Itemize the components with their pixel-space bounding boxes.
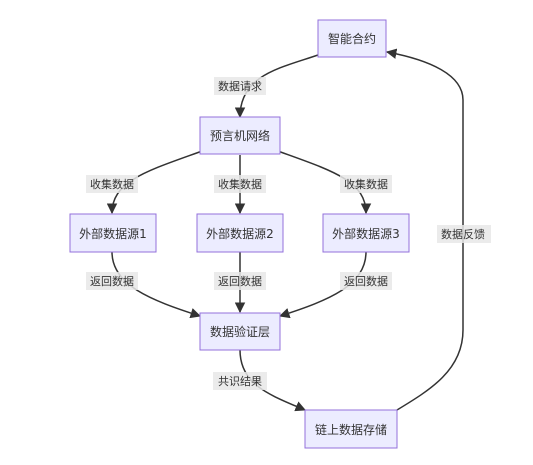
edge-return-1: [111, 251, 202, 319]
node-validation-layer[interactable]: 数据验证层: [199, 312, 281, 351]
node-label: 数据验证层: [210, 324, 270, 339]
node-oracle-network[interactable]: 预言机网络: [199, 116, 281, 155]
edge-label-text: 收集数据: [218, 177, 262, 191]
node-label: 链上数据存储: [315, 422, 387, 437]
edge-label-consensus: 共识结果: [213, 372, 267, 390]
edge-labels: 数据请求 收集数据 收集数据 收集数据 返回数据 返回数据 返回数据 共识结果: [86, 77, 491, 390]
edge-label-request: 数据请求: [214, 77, 266, 95]
edge-label-return-1: 返回数据: [86, 272, 138, 290]
edge-label-text: 收集数据: [344, 177, 388, 191]
edge-feedback: [385, 48, 464, 411]
edge-label-collect-3: 收集数据: [340, 175, 392, 193]
edge-label-text: 数据请求: [218, 79, 262, 93]
edge-label-text: 数据反馈: [441, 227, 485, 241]
node-label: 智能合约: [328, 31, 376, 46]
node-smart-contract[interactable]: 智能合约: [317, 19, 387, 58]
node-external-source-1[interactable]: 外部数据源1: [69, 213, 157, 253]
node-label: 外部数据源3: [332, 226, 400, 241]
edge-label-text: 共识结果: [218, 375, 262, 388]
edge-label-text: 返回数据: [90, 274, 134, 288]
edge-label-collect-2: 收集数据: [214, 175, 266, 193]
edge-label-feedback: 数据反馈: [437, 225, 491, 243]
edge-label-text: 收集数据: [90, 177, 134, 191]
node-label: 外部数据源1: [79, 226, 147, 241]
edge-request: [234, 54, 319, 119]
node-external-source-2[interactable]: 外部数据源2: [196, 213, 284, 253]
nodes: 智能合约 预言机网络 外部数据源1 外部数据源2 外部数据源3 数据验证层 链上…: [69, 19, 410, 449]
node-label: 预言机网络: [210, 128, 270, 143]
edges: [106, 48, 464, 412]
edge-return-3: [278, 251, 367, 319]
edge-label-collect-1: 收集数据: [86, 175, 138, 193]
edge-label-return-3: 返回数据: [340, 272, 392, 290]
edge-label-text: 返回数据: [344, 274, 388, 288]
node-onchain-storage[interactable]: 链上数据存储: [304, 409, 398, 449]
node-label: 外部数据源2: [206, 226, 274, 241]
node-external-source-3[interactable]: 外部数据源3: [322, 213, 410, 253]
edge-label-text: 返回数据: [218, 274, 262, 288]
edge-label-return-2: 返回数据: [214, 272, 266, 290]
